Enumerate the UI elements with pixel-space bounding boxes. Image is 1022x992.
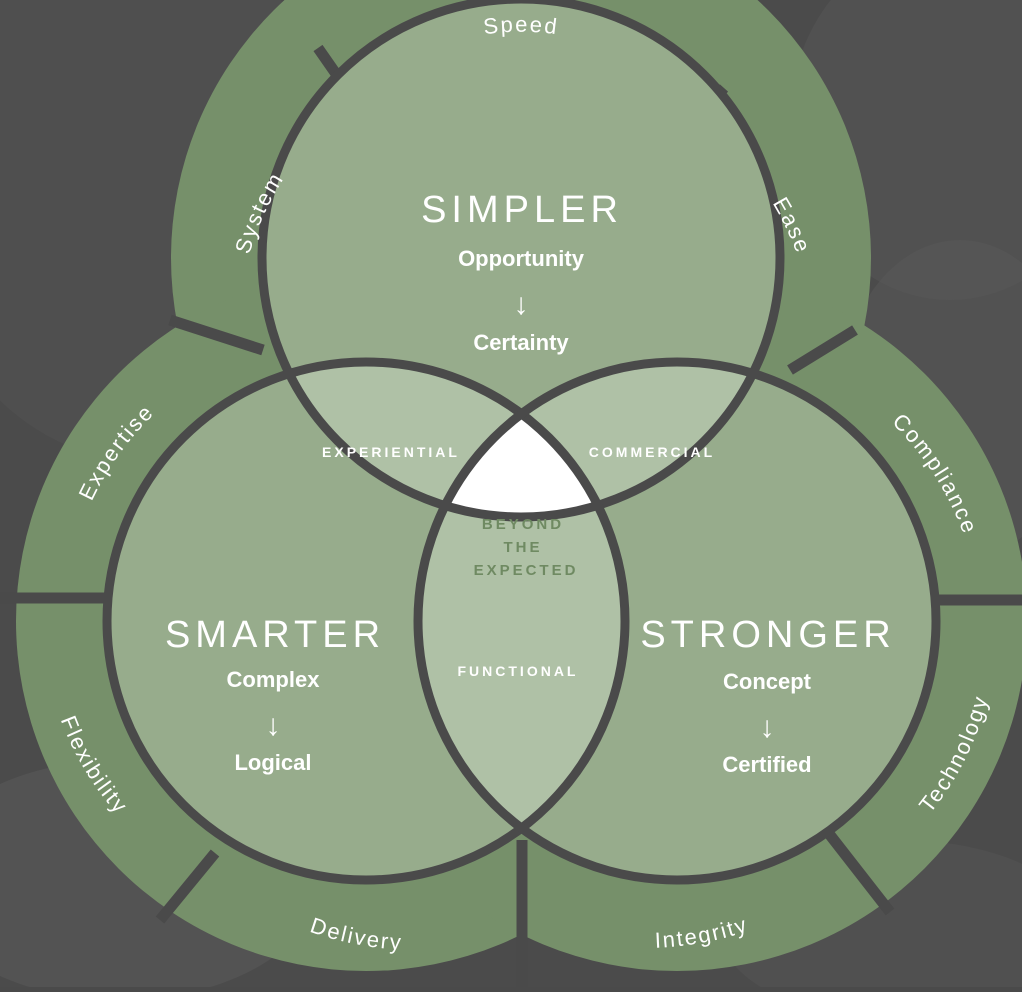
stronger-title: STRONGER	[640, 614, 895, 656]
stronger-to: Certified	[722, 752, 811, 777]
stronger-from: Concept	[723, 669, 812, 694]
overlap-label-commercial: COMMERCIAL	[589, 444, 715, 460]
smarter-arrow-icon: ↓	[266, 709, 281, 742]
simpler-arrow-icon: ↓	[514, 288, 529, 321]
center-label-line-3: EXPECTED	[474, 562, 579, 579]
simpler-to: Certainty	[473, 330, 569, 355]
overlap-center	[418, 362, 625, 517]
overlap-label-experiential: EXPERIENTIAL	[322, 444, 460, 460]
circle-outlines	[102, 0, 941, 885]
simpler-group: SIMPLER Opportunity ↓ Certainty	[421, 189, 623, 355]
stronger-group: STRONGER Concept ↓ Certified	[640, 614, 895, 777]
smarter-group: SMARTER Complex ↓ Logical	[165, 614, 385, 775]
center-label-line-1: BEYOND	[482, 516, 564, 533]
overlap-labels: EXPERIENTIAL COMMERCIAL FUNCTIONAL	[322, 444, 715, 679]
ring-label-speed: Speed	[482, 12, 560, 40]
center-label: BEYOND THE EXPECTED	[474, 516, 579, 579]
center-label-line-2: THE	[504, 539, 543, 556]
overlap-label-functional: FUNCTIONAL	[458, 663, 579, 679]
smarter-from: Complex	[227, 667, 321, 692]
smarter-to: Logical	[234, 750, 311, 775]
overlaps	[262, 362, 780, 880]
smarter-title: SMARTER	[165, 614, 385, 656]
simpler-title: SIMPLER	[421, 189, 623, 231]
stronger-arrow-icon: ↓	[760, 711, 775, 744]
simpler-from: Opportunity	[458, 246, 585, 271]
